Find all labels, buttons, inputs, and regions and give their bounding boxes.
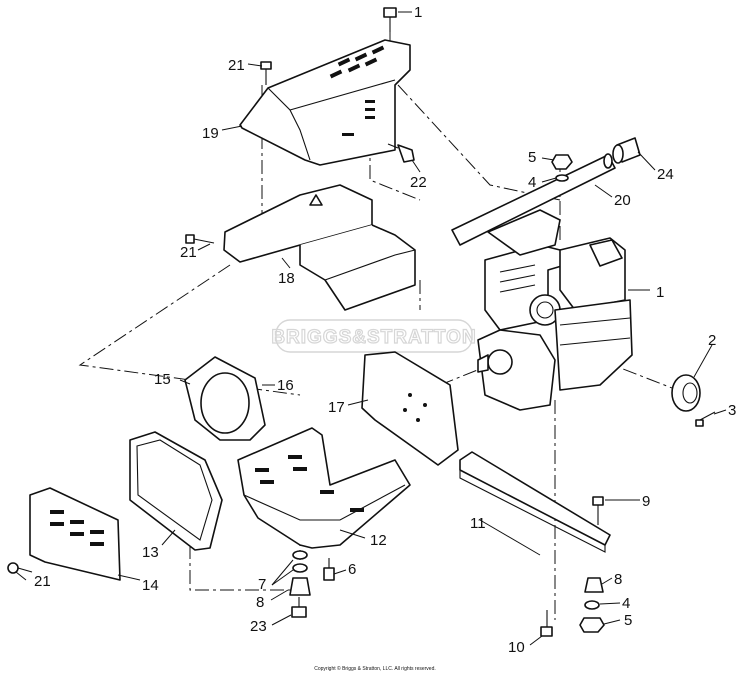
callout-17: 17 [328, 399, 345, 416]
callout-23: 23 [250, 618, 267, 635]
callout-labels: 1 1 2 3 4 4 5 5 6 7 8 8 9 10 11 12 13 14… [34, 4, 736, 656]
part-21-screw-middle [185, 234, 215, 244]
part-14-grille [29, 487, 121, 581]
callout-2: 2 [708, 332, 716, 349]
callout-18: 18 [278, 270, 295, 287]
callout-15: 15 [154, 371, 171, 388]
part-19-top-shroud [239, 39, 411, 166]
part-8-mount-right [584, 577, 604, 593]
part-1-engine [477, 237, 633, 411]
part-17-plate [361, 351, 459, 466]
callout-8-left: 8 [256, 594, 264, 611]
part-8-mount-left [289, 577, 311, 596]
callout-6: 6 [348, 561, 356, 578]
callout-1-top: 1 [414, 4, 422, 21]
callout-21-middle: 21 [180, 244, 197, 261]
part-20-tube [451, 153, 616, 256]
part-11-rail [459, 451, 611, 553]
callout-19: 19 [202, 125, 219, 142]
part-23-bolt [291, 597, 307, 618]
callout-5-top: 5 [528, 149, 536, 166]
part-4-washer-right [584, 600, 600, 610]
callout-21-bottom: 21 [34, 573, 51, 590]
part-6-screw [323, 558, 335, 581]
part-5-nut-right [579, 617, 605, 633]
watermark-text: BRIGGS&STRATTON [271, 327, 476, 348]
callout-13: 13 [142, 544, 159, 561]
callout-4-right: 4 [622, 595, 630, 612]
callout-7: 7 [258, 576, 266, 593]
part-18-bracket [223, 184, 416, 311]
callout-14: 14 [142, 577, 159, 594]
part-2-pulley [671, 374, 701, 412]
part-13-panel [129, 431, 223, 551]
callout-3: 3 [728, 402, 736, 419]
part-21-screw-upper [260, 61, 272, 85]
part-5-nut-top [551, 154, 573, 170]
leader-lines [15, 11, 727, 646]
callout-4-top: 4 [528, 174, 536, 191]
callout-21-top: 21 [228, 57, 245, 74]
part-21-screw-lower [7, 562, 33, 574]
part-4-washer-top [555, 174, 569, 182]
part-10-bolt [540, 610, 553, 637]
part-1-bolt-top [383, 7, 397, 32]
part-7-washers [292, 550, 308, 573]
watermark: BRIGGS&STRATTON [271, 319, 476, 353]
callout-24: 24 [657, 166, 674, 183]
callout-1-engine: 1 [656, 284, 664, 301]
part-9-bolt [592, 496, 604, 525]
part-15-16-ring-shroud [184, 356, 266, 441]
part-22-screw [387, 143, 415, 163]
callout-20: 20 [614, 192, 631, 209]
copyright-notice: Copyright © Briggs & Stratton, LLC. All … [314, 665, 436, 672]
callout-9: 9 [642, 493, 650, 510]
callout-12: 12 [370, 532, 387, 549]
callout-22: 22 [410, 174, 427, 191]
callout-5-right: 5 [624, 612, 632, 629]
callout-16: 16 [277, 377, 294, 394]
callout-8-right: 8 [614, 571, 622, 588]
callout-10: 10 [508, 639, 525, 656]
callout-11: 11 [470, 515, 486, 532]
part-12-base-pan [237, 427, 411, 549]
part-3-screw [695, 411, 716, 427]
part-24-sleeve [612, 137, 641, 164]
